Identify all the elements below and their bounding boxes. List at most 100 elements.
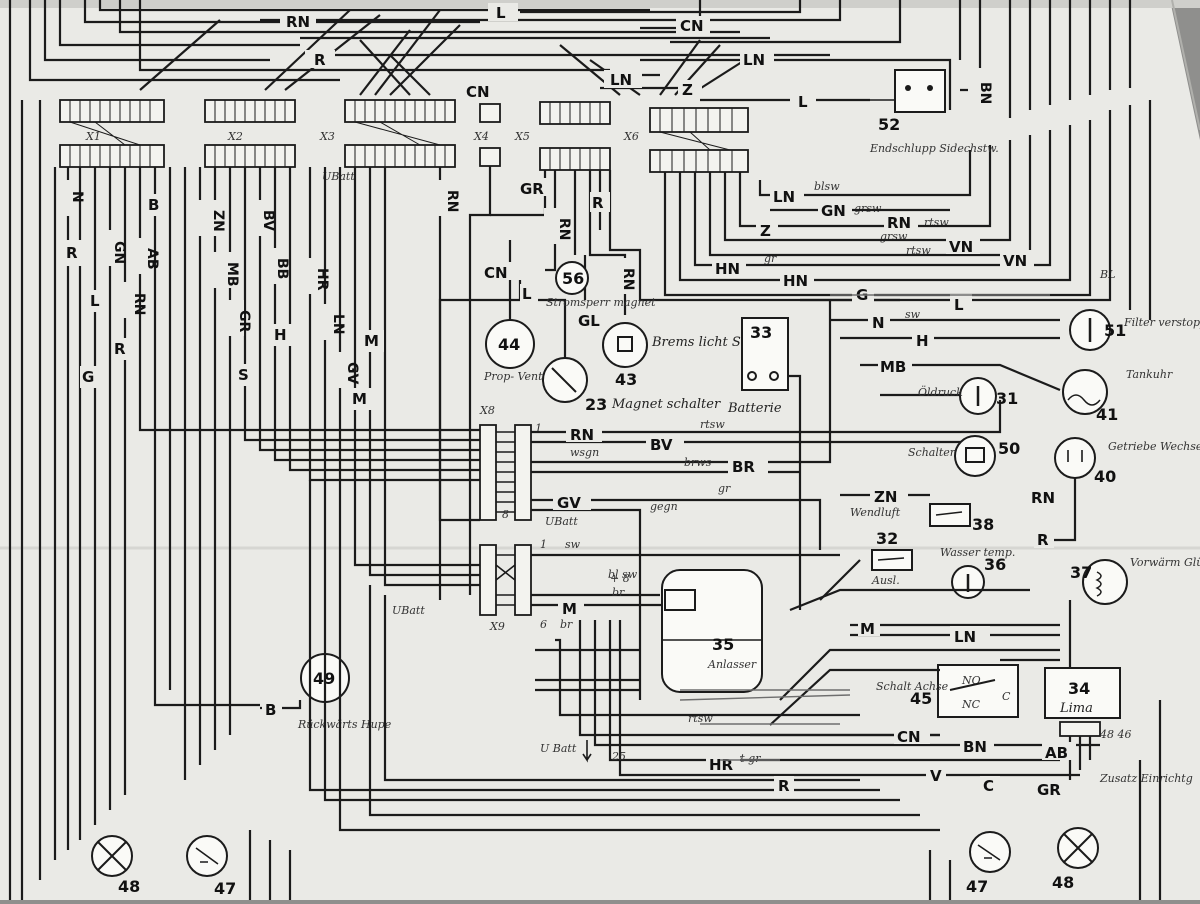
wire-label-m-right: M	[860, 620, 875, 638]
component-43-number: 43	[615, 370, 637, 389]
wire-label-bn-vert: BN	[977, 82, 993, 104]
component-45-number: 45	[910, 689, 932, 708]
component-32-label: Ausl.	[871, 574, 900, 587]
connector-x3-label: X3	[319, 130, 335, 143]
wire-label-b: B	[148, 196, 159, 214]
wire-label-rn-x3: RN	[444, 190, 460, 213]
pencil-note-bl: BL	[1099, 268, 1115, 281]
component-31-number: 31	[996, 389, 1018, 408]
component-46-number: 48 46	[1099, 728, 1132, 741]
wire-label-mb: MB	[224, 262, 240, 287]
wire-label-ln-mid: LN	[610, 71, 632, 89]
connector-x3-top	[344, 99, 456, 123]
horn-47-right-number: 47	[966, 877, 988, 896]
wire-label-gv-x8: GV	[557, 494, 581, 512]
wire-label-rn-40: RN	[1031, 489, 1055, 507]
pencil-note-rtsw-x8: rtsw	[700, 418, 725, 431]
wire-label-z-mid: Z	[682, 81, 693, 99]
wire-label-rn: RN	[131, 293, 147, 316]
wire-label-mb-right: MB	[880, 358, 906, 376]
pencil-note-rt-gr: rt gr	[735, 752, 761, 765]
terminal-25: 25	[611, 750, 626, 763]
wire-label-rn-top: RN	[286, 13, 310, 31]
wire-label-rn-center: RN	[556, 218, 572, 241]
component-44-label: Prop- Ventil	[483, 370, 550, 383]
component-33-batterie: 33 Batterie	[727, 317, 802, 610]
wire-label-l-right2: L	[954, 296, 964, 314]
component-50-label: Schalter	[908, 446, 956, 459]
pencil-note-sw: sw	[565, 538, 581, 551]
connector-x1-label: X1	[85, 130, 101, 143]
pencil-note-brws: brws	[684, 456, 712, 469]
wire-label-ln-right: LN	[773, 188, 795, 206]
component-31-label: Öldruck	[918, 385, 963, 399]
wire-label-hn1: HN	[715, 260, 740, 278]
wire-label-l: L	[90, 292, 100, 310]
connector-x8-pin1: 1	[535, 422, 542, 435]
right-wire-labels: LN GN RN Z VN VN HN HN G L N H MB	[712, 186, 1034, 376]
component-43-bremslicht	[602, 322, 648, 368]
connector-x3-ubatt: UBatt	[322, 170, 355, 183]
connector-x6-label: X6	[623, 130, 639, 143]
wire-label-zn: ZN	[210, 210, 226, 232]
wire-label-hr-right: HR	[709, 756, 734, 774]
component-46-label: Zusatz Einrichtg	[1099, 772, 1193, 785]
connector-x4-bottom	[479, 147, 501, 167]
left-wire-labels: N R G GN L RN R AB B ZN MB GR S BV BB H …	[58, 180, 460, 410]
component-35-anlasser: 35 Anlasser	[661, 569, 763, 693]
wire-label-ln-vert: LN	[743, 51, 765, 69]
component-51-label: Filter verstopft	[1123, 316, 1200, 329]
wire-label-m2: M	[352, 390, 367, 408]
wire-label-m1: M	[364, 332, 379, 350]
component-41-label: Tankuhr	[1126, 368, 1173, 381]
component-36-number: 36	[984, 555, 1006, 574]
component-23-label: Magnet schalter	[611, 397, 721, 412]
connector-x2-label: X2	[227, 130, 243, 143]
pencil-note-wsgn: wsgn	[570, 446, 599, 459]
pencil-note-sw-n: sw	[905, 308, 921, 321]
component-41-number: 41	[1096, 405, 1118, 424]
wire-label-z-right: Z	[760, 222, 771, 240]
wire-label-bv: BV	[260, 210, 276, 231]
connector-x8-pin8: 8	[502, 508, 509, 521]
connector-x8-ubatt: UBatt	[545, 515, 578, 528]
wire-label-gr-right: GR	[1037, 781, 1061, 799]
lower-wire-labels: M LN RN R CN BN AB V C GR HR R	[706, 488, 1076, 799]
lamp-48-left-number: 48	[118, 877, 140, 896]
component-46-zusatz: 48 46 Zusatz Einrichtg	[1068, 728, 1193, 785]
connector-x9-pin6: 6	[540, 618, 547, 631]
terminal-block-x9: X9 1 6 UBatt	[392, 538, 547, 633]
lamp-48-right-number: 48	[1052, 873, 1074, 892]
component-52-label: Endschlupp Sidechstw.	[869, 142, 999, 155]
pencil-note-gr: gr	[718, 482, 731, 495]
wire-label-r-center: R	[592, 194, 604, 212]
pencil-note-rtsw2: rtsw	[906, 244, 931, 257]
wire-label-r-top: R	[314, 51, 326, 69]
component-44-number: 44	[498, 335, 520, 354]
component-45-nc: NC	[961, 698, 981, 711]
wire-label-r-40: R	[1037, 531, 1049, 549]
pencil-note-grsw: grsw	[854, 202, 882, 215]
wire-label-s: S	[238, 366, 249, 384]
component-31-oeldruck: 31 Öldruck	[918, 377, 1018, 415]
horn-47-left: 47	[186, 835, 236, 898]
wire-label-bv-x8: BV	[650, 436, 673, 454]
wire-label-bb: BB	[274, 258, 290, 279]
component-32-number: 32	[876, 529, 898, 548]
component-56-stromsperr	[555, 261, 589, 295]
terminal-block-x8: X8 1 8 UBatt	[479, 404, 578, 528]
wire-label-br-x8: BR	[732, 458, 755, 476]
component-38-number: 38	[972, 515, 994, 534]
pencil-note-bl-sw: bl sw	[608, 568, 638, 581]
wire-label-h: H	[274, 326, 287, 344]
wire-label-rn2-center: RN	[620, 268, 636, 291]
component-35-label: Anlasser	[707, 658, 757, 671]
ubatt-bottom: U Batt 25 + 8	[540, 572, 630, 763]
connector-x1-top	[59, 99, 165, 123]
wire-label-zn-right: ZN	[874, 488, 897, 506]
component-45-schaltachse: 45 NO NC C Schalt Achse	[876, 664, 1019, 718]
connector-x9-label: X9	[489, 620, 505, 633]
wire-label-gv: GV	[344, 362, 360, 384]
wire-label-cn-center: CN	[484, 264, 508, 282]
